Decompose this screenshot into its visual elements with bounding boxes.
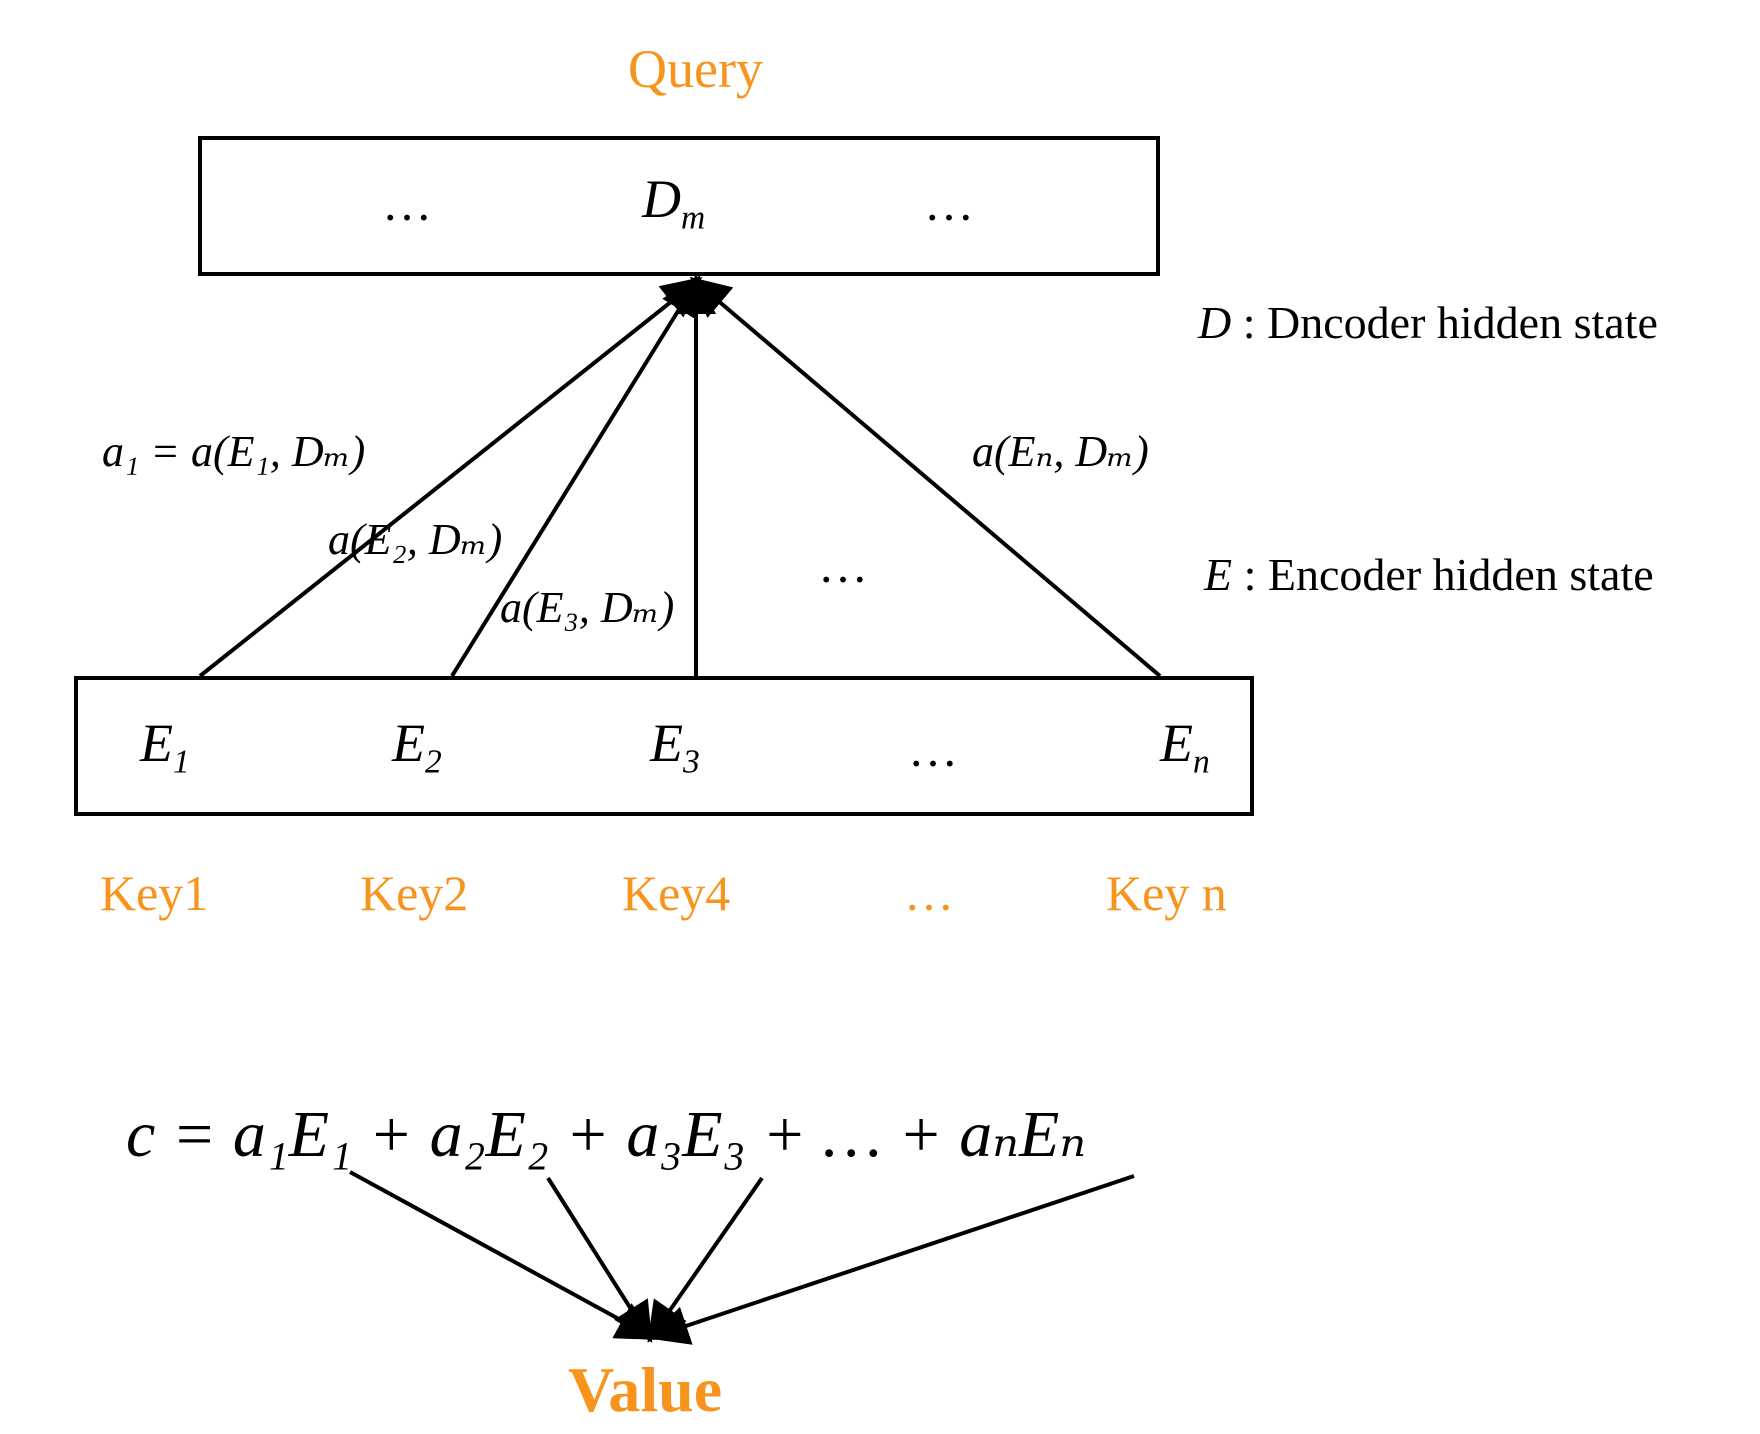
- decoder-state-dm: Dm: [642, 169, 706, 237]
- value-label: Value: [568, 1354, 723, 1425]
- key-label-3: Key4: [622, 865, 731, 921]
- arrow-e2-to-dm: [450, 275, 701, 678]
- key-label-2: Key2: [360, 865, 469, 921]
- arrow-e1-to-dm: [198, 277, 703, 678]
- key-label-1: Key1: [100, 865, 209, 921]
- encoder-cell-e2: E2: [392, 713, 442, 781]
- arrow-term2-to-value: [546, 1176, 653, 1343]
- encoder-cell-e3: E3: [650, 713, 700, 781]
- edge-middle-dots: …: [818, 537, 868, 593]
- key-label-n: Key n: [1106, 865, 1227, 921]
- encoder-cell-e1: E1: [140, 713, 190, 781]
- edge-label-an: a(Eₙ, Dₘ): [972, 427, 1149, 476]
- decoder-right-dots: …: [924, 175, 974, 231]
- decoder-box: [198, 136, 1160, 276]
- edge-label-a3: a(E₃, Dₘ): [500, 583, 675, 632]
- context-formula: c = a₁E₁ + a₂E₂ + a₃E₃ + … + aₙEₙ: [126, 1098, 1087, 1171]
- encoder-cell-en: En: [1160, 713, 1210, 781]
- decoder-left-dots: …: [382, 175, 432, 231]
- key-label-dots: …: [904, 865, 954, 921]
- arrow-en-to-dm: [689, 276, 1162, 678]
- legend-decoder: D : Dncoder hidden state: [1198, 297, 1658, 348]
- encoder-box: [74, 676, 1254, 816]
- edge-label-a2: a(E₂, Dₘ): [328, 515, 503, 564]
- edge-label-a1: a₁ = a(E₁, Dₘ): [102, 427, 366, 476]
- query-label: Query: [628, 39, 763, 99]
- arrow-term3-to-value: [647, 1176, 764, 1343]
- legend-encoder: E : Encoder hidden state: [1204, 549, 1654, 600]
- encoder-cell-dots: …: [908, 721, 958, 777]
- arrow-termn-to-value: [648, 1174, 1135, 1345]
- arrow-term1-to-value: [349, 1170, 658, 1340]
